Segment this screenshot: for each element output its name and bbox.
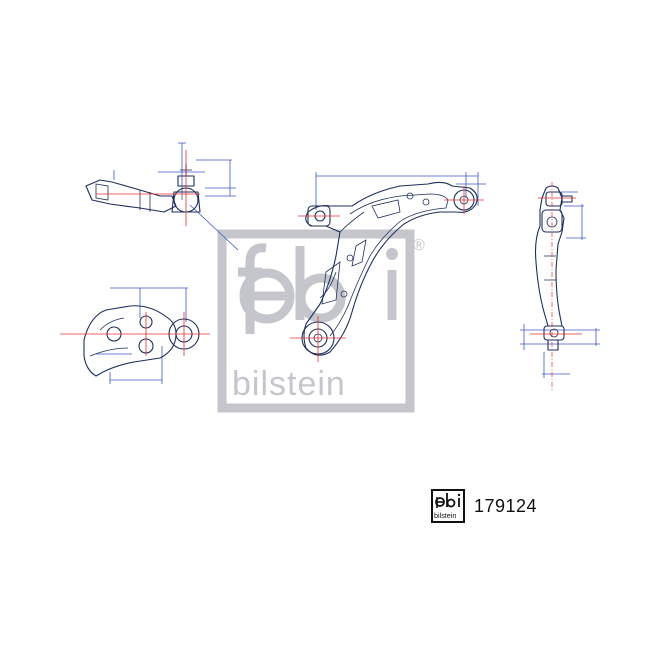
watermark-registered: ® bbox=[413, 237, 425, 254]
view-top-left bbox=[85, 142, 239, 251]
view-bottom-left bbox=[60, 287, 210, 384]
watermark-subword: bilstein bbox=[232, 365, 346, 403]
part-number: 179124 bbox=[474, 496, 538, 516]
footer-logo-subword: bilstein bbox=[434, 511, 456, 520]
view-main-arm bbox=[290, 172, 486, 362]
brand-logo-icon: bilstein bbox=[431, 489, 465, 523]
watermark-logo: bilstein ® bbox=[217, 229, 425, 413]
view-right-side bbox=[520, 182, 600, 392]
